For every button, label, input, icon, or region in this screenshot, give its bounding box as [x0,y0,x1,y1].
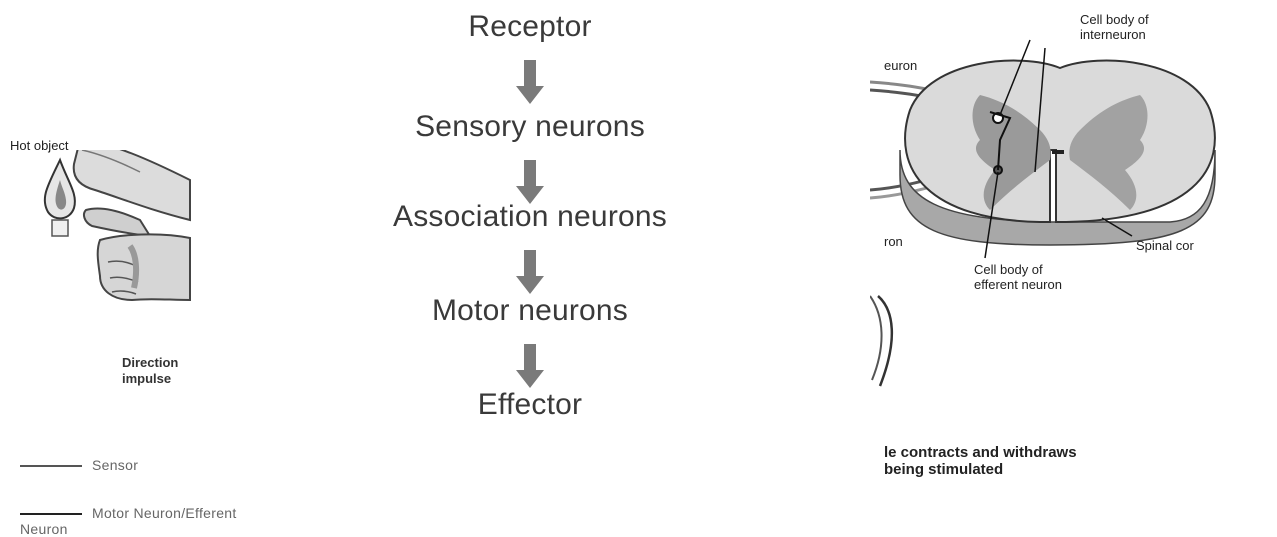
cell-body-inter-line-1: Cell body of [1080,12,1149,27]
reflex-hand-panel: Hot object Direction impulse Sensor Moto… [0,0,240,525]
direction-line-1: Direction [122,355,178,371]
cell-body-eff-line-2: efferent neuron [974,277,1062,292]
legend-line-motor [20,513,82,515]
spinal-cord-panel: euron Cell body of interneuron ron Spina… [870,0,1277,525]
step-motor-neurons: Motor neurons [300,294,760,328]
direction-impulse-label: Direction impulse [122,355,178,387]
reflex-arc-flow: Receptor Sensory neurons Association neu… [300,10,760,430]
spinal-cord-label: Spinal cor [1136,238,1194,253]
muscle-caption-line-1: le contracts and withdraws [884,444,1077,461]
cell-body-interneuron-label: Cell body of interneuron [1080,12,1149,42]
step-receptor: Receptor [300,10,760,44]
cell-body-eff-line-1: Cell body of [974,262,1062,277]
down-arrow-icon [516,344,544,388]
legend-line-sensory [20,465,82,467]
step-effector: Effector [300,388,760,422]
step-association-neurons: Association neurons [300,200,760,234]
step-sensory-neurons: Sensory neurons [300,110,760,144]
hand-flame-illustration [0,150,240,350]
muscle-caption-line-2: being stimulated [884,461,1077,478]
legend-label-sensory: Sensor [92,457,138,473]
sensory-neuron-label: euron [884,58,917,73]
legend-motor: Motor Neuron/Efferent Neuron [20,505,240,537]
down-arrow-icon [516,250,544,294]
legend-sensory: Sensor [20,457,138,473]
direction-line-2: impulse [122,371,178,387]
spinal-cord-illustration [870,0,1277,400]
muscle-caption: le contracts and withdraws being stimula… [884,444,1077,478]
cell-body-efferent-label: Cell body of efferent neuron [974,262,1062,292]
motor-neuron-label: ron [884,234,903,249]
down-arrow-icon [516,60,544,104]
cell-body-inter-line-2: interneuron [1080,27,1149,42]
legend-label-motor: Motor Neuron/Efferent Neuron [20,505,237,537]
down-arrow-icon [516,160,544,204]
